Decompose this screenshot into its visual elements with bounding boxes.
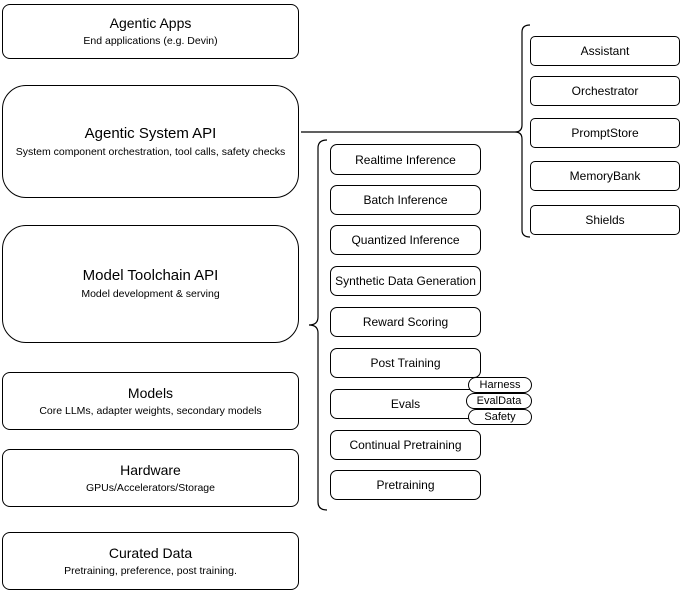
node-batch-inference: Batch Inference [330,185,481,215]
box-title: Hardware [120,461,181,478]
node-promptstore: PromptStore [530,118,680,148]
box-subtitle: Model development & serving [81,288,220,301]
node-evals: Evals [330,389,481,419]
box-title: Agentic Apps [109,15,192,32]
box-agentic-system-api: Agentic System API System component orch… [2,85,299,198]
box-models: Models Core LLMs, adapter weights, secon… [2,372,299,430]
box-title: Models [127,384,174,401]
box-subtitle: System component orchestration, tool cal… [15,145,286,158]
box-subtitle: Pretraining, preference, post training. [64,564,237,577]
box-subtitle: GPUs/Accelerators/Storage [86,481,215,494]
box-title: Curated Data [108,544,193,561]
toolchain-brace [308,139,328,511]
node-post-training: Post Training [330,348,481,378]
node-orchestrator: Orchestrator [530,76,680,106]
node-realtime-inference: Realtime Inference [330,144,481,175]
pill-safety: Safety [468,409,532,425]
node-continual-pretraining: Continual Pretraining [330,430,481,460]
box-hardware: Hardware GPUs/Accelerators/Storage [2,449,299,507]
box-title: Model Toolchain API [82,267,219,285]
node-reward-scoring: Reward Scoring [330,307,481,337]
node-synthetic-data-generation: Synthetic Data Generation [330,266,481,296]
pill-evaldata: EvalData [466,393,532,409]
node-shields: Shields [530,205,680,235]
box-model-toolchain-api: Model Toolchain API Model development & … [2,225,299,343]
box-subtitle: End applications (e.g. Devin) [83,35,218,48]
node-quantized-inference: Quantized Inference [330,225,481,255]
node-pretraining: Pretraining [330,470,481,500]
box-curated-data: Curated Data Pretraining, preference, po… [2,532,299,590]
node-memorybank: MemoryBank [530,161,680,191]
box-title: Agentic System API [84,124,217,142]
box-subtitle: Core LLMs, adapter weights, secondary mo… [39,404,262,417]
box-agentic-apps: Agentic Apps End applications (e.g. Devi… [2,4,299,59]
pill-harness: Harness [468,377,532,393]
system-components-brace [514,24,531,238]
node-assistant: Assistant [530,36,680,66]
